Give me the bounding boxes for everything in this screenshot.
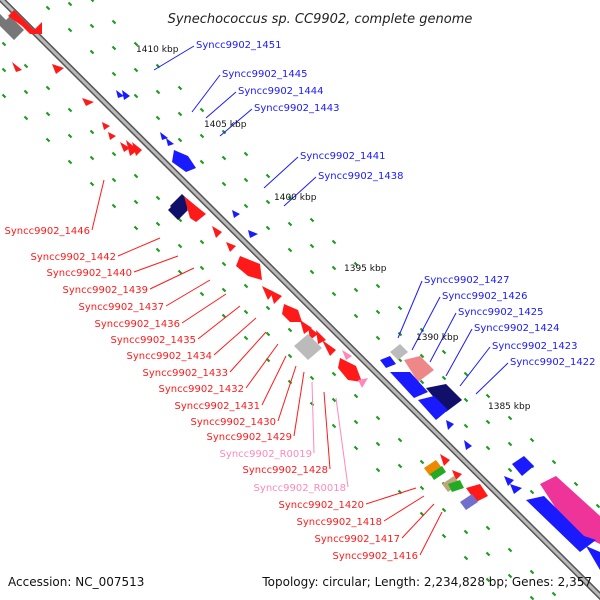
forward-gene-label[interactable]: Syncc9902_1426 xyxy=(442,291,528,302)
gene-feature[interactable] xyxy=(504,476,514,486)
reverse-gene-labels: Syncc9902_1446Syncc9902_1442Syncc9902_14… xyxy=(5,179,443,562)
gene-feature[interactable] xyxy=(12,62,22,72)
gene-feature[interactable] xyxy=(390,372,428,398)
reverse-gene-label[interactable]: Syncc9902_1432 xyxy=(159,384,245,395)
scale-labels: 1410 kbp 1405 kbp 1400 kbp 1395 kbp 1390 kbp… xyxy=(136,45,531,412)
gene-feature[interactable] xyxy=(8,10,42,34)
gene-feature[interactable] xyxy=(338,358,362,382)
gene-feature[interactable] xyxy=(446,420,454,430)
reverse-gene-label[interactable]: Syncc9902_1439 xyxy=(63,285,149,296)
gene-feature[interactable] xyxy=(466,484,488,502)
reverse-gene-label[interactable]: Syncc9902_1442 xyxy=(31,252,117,263)
gene-feature[interactable] xyxy=(52,64,64,74)
reverse-gene-label[interactable]: Syncc9902_1417 xyxy=(315,534,401,545)
gene-feature[interactable] xyxy=(300,320,312,334)
gene-feature[interactable] xyxy=(132,142,142,156)
map-title: Synechococcus sp. CC9902, complete genom… xyxy=(168,12,473,27)
gene-feature[interactable] xyxy=(236,256,262,280)
scale-label: 1385 kbp xyxy=(488,402,531,412)
scale-label: 1395 kbp xyxy=(344,264,387,274)
gene-feature[interactable] xyxy=(390,344,408,360)
scale-label: 1405 kbp xyxy=(204,120,247,130)
forward-gene-label[interactable]: Syncc9902_1427 xyxy=(424,275,510,286)
gene-feature[interactable] xyxy=(226,242,236,252)
gene-feature[interactable] xyxy=(294,334,322,360)
reverse-gene-label[interactable]: Syncc9902_1418 xyxy=(297,517,383,528)
gene-feature[interactable] xyxy=(0,14,24,40)
accession-text: Accession: NC_007513 xyxy=(8,575,144,589)
gene-feature[interactable] xyxy=(512,456,534,476)
gene-feature[interactable] xyxy=(464,440,472,450)
topology-text: Topology: circular; Length: 2,234,828 bp… xyxy=(261,575,592,589)
gene-feature[interactable] xyxy=(232,210,240,218)
gene-feature[interactable] xyxy=(540,476,600,544)
gene-feature[interactable] xyxy=(460,494,478,510)
scale-label: 1400 kbp xyxy=(274,193,317,203)
gene-feature[interactable] xyxy=(358,378,368,388)
gene-feature[interactable] xyxy=(342,350,352,360)
scale-label: 1410 kbp xyxy=(136,45,179,55)
gene-feature[interactable] xyxy=(166,138,174,146)
forward-gene-label[interactable]: Syncc9902_1424 xyxy=(474,323,560,334)
reverse-gene-label[interactable]: Syncc9902_1428 xyxy=(243,465,329,476)
reverse-gene-label[interactable]: Syncc9902_1433 xyxy=(143,368,229,379)
gene-features xyxy=(0,10,600,570)
gene-feature[interactable] xyxy=(316,330,326,344)
gene-feature[interactable] xyxy=(212,226,222,238)
reverse-gene-label[interactable]: Syncc9902_1437 xyxy=(79,302,165,313)
gene-feature[interactable] xyxy=(424,460,442,476)
reverse-gene-label[interactable]: Syncc9902_1436 xyxy=(95,319,181,330)
reverse-gene-label[interactable]: Syncc9902_R0018 xyxy=(254,483,346,494)
forward-gene-label[interactable]: Syncc9902_1451 xyxy=(196,40,282,51)
gene-feature[interactable] xyxy=(586,546,600,570)
forward-gene-label[interactable]: Syncc9902_1443 xyxy=(254,103,340,114)
gene-feature[interactable] xyxy=(282,304,302,322)
gene-feature[interactable] xyxy=(448,480,464,492)
gene-feature[interactable] xyxy=(418,396,448,420)
reverse-gene-label[interactable]: Syncc9902_1431 xyxy=(175,401,261,412)
gene-feature[interactable] xyxy=(248,230,258,238)
gene-feature[interactable] xyxy=(120,142,130,152)
reverse-gene-label[interactable]: Syncc9902_1446 xyxy=(5,226,91,237)
forward-gene-labels: Syncc9902_1451Syncc9902_1445Syncc9902_14… xyxy=(153,40,596,395)
gene-feature[interactable] xyxy=(108,132,116,140)
gene-feature[interactable] xyxy=(380,356,396,368)
reverse-gene-label[interactable]: Syncc9902_1430 xyxy=(191,417,277,428)
reverse-gene-label[interactable]: Syncc9902_R0019 xyxy=(220,449,312,460)
reverse-gene-label[interactable]: Syncc9902_1420 xyxy=(279,500,365,511)
gene-feature[interactable] xyxy=(426,384,462,412)
gene-feature[interactable] xyxy=(440,454,450,466)
forward-gene-label[interactable]: Syncc9902_1445 xyxy=(222,69,308,80)
gene-feature[interactable] xyxy=(270,290,282,304)
forward-gene-label[interactable]: Syncc9902_1423 xyxy=(492,341,578,352)
gene-feature[interactable] xyxy=(262,286,274,300)
gene-feature[interactable] xyxy=(452,470,462,480)
gene-feature[interactable] xyxy=(430,466,446,480)
reverse-gene-label[interactable]: Syncc9902_1440 xyxy=(47,268,133,279)
gene-feature[interactable] xyxy=(116,90,124,98)
gene-feature[interactable] xyxy=(404,356,434,382)
forward-gene-label[interactable]: Syncc9902_1444 xyxy=(238,86,324,97)
reverse-gene-label[interactable]: Syncc9902_1434 xyxy=(127,351,213,362)
reverse-gene-label[interactable]: Syncc9902_1435 xyxy=(111,335,197,346)
reverse-gene-label[interactable]: Syncc9902_1429 xyxy=(207,432,293,443)
gene-feature[interactable] xyxy=(102,122,110,130)
gene-feature[interactable] xyxy=(172,150,196,172)
gene-feature[interactable] xyxy=(322,340,336,356)
forward-gene-label[interactable]: Syncc9902_1422 xyxy=(510,357,596,368)
scale-label: 1390 kbp xyxy=(416,333,459,343)
gene-feature[interactable] xyxy=(122,90,130,100)
gene-feature[interactable] xyxy=(526,496,596,552)
gene-feature[interactable] xyxy=(510,484,522,494)
reverse-gene-label[interactable]: Syncc9902_1416 xyxy=(333,551,419,562)
forward-gene-label[interactable]: Syncc9902_1441 xyxy=(300,151,386,162)
gene-feature[interactable] xyxy=(184,196,206,222)
forward-gene-label[interactable]: Syncc9902_1438 xyxy=(318,171,404,182)
gene-feature[interactable] xyxy=(82,98,94,106)
forward-gene-label[interactable]: Syncc9902_1425 xyxy=(458,307,544,318)
gene-feature[interactable] xyxy=(168,200,188,220)
